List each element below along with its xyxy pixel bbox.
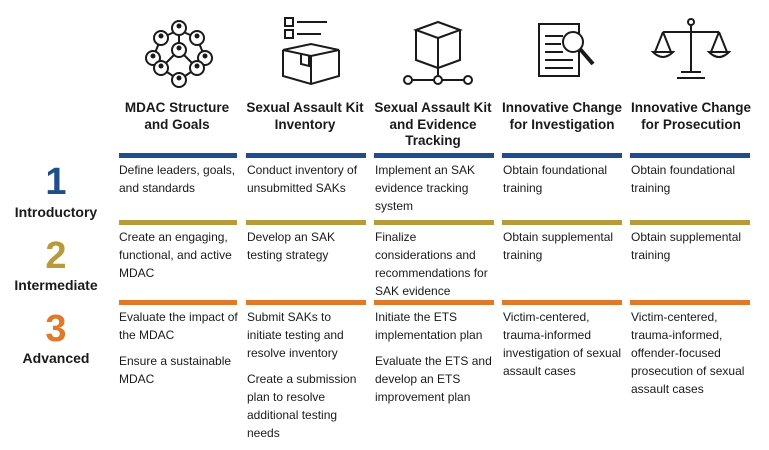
level-3-bar	[630, 300, 750, 305]
cell-text: Obtain supplemental training	[631, 230, 742, 262]
cell-text: Victim-centered, trauma-informed investi…	[503, 310, 622, 378]
checklist-box-icon	[261, 8, 361, 88]
cell-text: Obtain supplemental training	[503, 230, 614, 262]
box-tracking-icon	[388, 8, 488, 88]
cell-l3-inventory: Submit SAKs to initiate testing and reso…	[247, 308, 369, 450]
level-1-bar	[630, 153, 750, 158]
column-title-investigation: Innovative Change for Investigation	[501, 100, 623, 132]
cell-text: Finalize considerations and recommendati…	[375, 230, 488, 298]
cell-text: Conduct inventory of unsubmitted SAKs	[247, 163, 358, 195]
cell-text: Submit SAKs to initiate testing and reso…	[247, 310, 344, 360]
cell-l2-investigation: Obtain supplemental training	[503, 228, 625, 272]
document-magnifier-icon	[513, 8, 613, 88]
column-title-tracking: Sexual Assault Kit and Evidence Tracking	[374, 100, 492, 148]
level-3-name: Advanced	[22, 350, 90, 366]
column-title-inventory: Sexual Assault Kit Inventory	[246, 100, 364, 132]
network-people-icon	[129, 8, 229, 88]
level-2-bar	[502, 220, 622, 225]
cell-l1-tracking: Implement an SAK evidence tracking syste…	[375, 161, 497, 223]
cell-l1-inventory: Conduct inventory of unsubmitted SAKs	[247, 161, 369, 205]
cell-l2-mdac: Create an engaging, functional, and acti…	[119, 228, 241, 290]
level-2-bar	[119, 220, 237, 225]
cell-text: Obtain foundational training	[631, 163, 736, 195]
cell-text: Define leaders, goals, and standards	[119, 163, 236, 195]
cell-text: Evaluate the impact of the MDAC	[119, 310, 238, 342]
level-1-number: 1	[45, 161, 67, 203]
level-2-bar	[374, 220, 494, 225]
cell-text: Implement an SAK evidence tracking syste…	[375, 163, 476, 213]
cell-l3-mdac: Evaluate the impact of the MDAC Ensure a…	[119, 308, 241, 396]
level-2-name: Intermediate	[14, 277, 98, 293]
cell-l3-prosecution: Victim-centered, trauma-informed, offend…	[631, 308, 753, 406]
level-2-number: 2	[45, 235, 67, 277]
level-2-bar	[246, 220, 366, 225]
level-1-bar	[502, 153, 622, 158]
cell-l2-prosecution: Obtain supplemental training	[631, 228, 753, 272]
cell-text: Create an engaging, functional, and acti…	[119, 230, 232, 280]
level-3-number: 3	[45, 308, 67, 350]
cell-l3-tracking: Initiate the ETS implementation plan Eva…	[375, 308, 497, 414]
cell-l1-investigation: Obtain foundational training	[503, 161, 625, 205]
level-3-bar	[246, 300, 366, 305]
cell-text: Obtain foundational training	[503, 163, 608, 195]
column-title-prosecution: Innovative Change for Prosecution	[630, 100, 752, 132]
level-3-bar	[502, 300, 622, 305]
level-1-bar	[374, 153, 494, 158]
cell-l2-tracking: Finalize considerations and recommendati…	[375, 228, 497, 308]
cell-text: Victim-centered, trauma-informed, offend…	[631, 310, 745, 396]
cell-l2-inventory: Develop an SAK testing strategy	[247, 228, 369, 272]
level-3-bar	[374, 300, 494, 305]
level-1-bar	[246, 153, 366, 158]
cell-l1-prosecution: Obtain foundational training	[631, 161, 753, 205]
cell-text: Develop an SAK testing strategy	[247, 230, 336, 262]
cell-l1-mdac: Define leaders, goals, and standards	[119, 161, 241, 205]
level-1-name: Introductory	[14, 204, 98, 220]
cell-text: Evaluate the ETS and develop an ETS impr…	[375, 354, 492, 404]
cell-l3-investigation: Victim-centered, trauma-informed investi…	[503, 308, 625, 388]
cell-text: Initiate the ETS implementation plan	[375, 310, 483, 342]
level-3-bar	[119, 300, 237, 305]
scales-of-justice-icon	[641, 8, 741, 88]
column-title-mdac: MDAC Structure and Goals	[124, 100, 230, 132]
cell-text: Ensure a sustainable MDAC	[119, 354, 232, 386]
level-1-bar	[119, 153, 237, 158]
level-2-bar	[630, 220, 750, 225]
cell-text: Create a submission plan to resolve addi…	[247, 372, 357, 440]
